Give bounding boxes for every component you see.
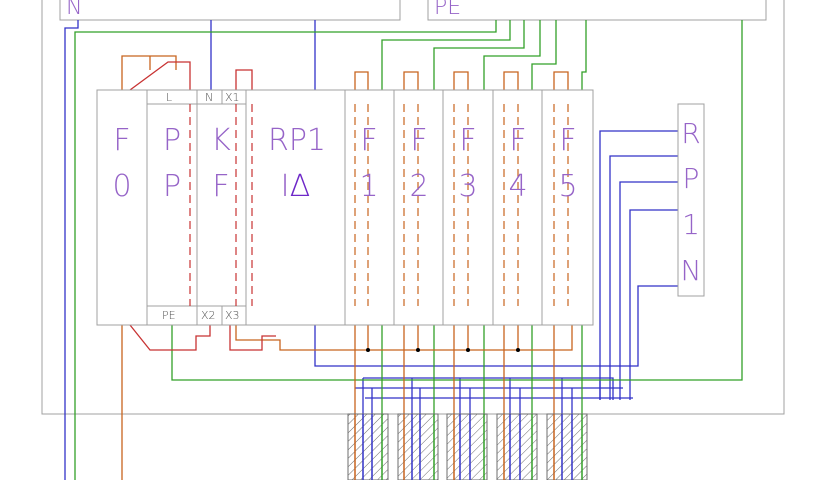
terminal-label-l: L	[166, 91, 172, 104]
neutral-busbar-label: N	[66, 0, 82, 20]
side-block-char-n: N	[681, 254, 702, 287]
module-pp-line2: P	[163, 169, 181, 204]
module-f5-line2: 5	[558, 169, 577, 204]
terminal-label-x1: X1	[225, 91, 240, 104]
side-block-char-r: R	[681, 117, 700, 150]
module-rail	[96, 89, 594, 326]
pe-busbar	[427, 0, 767, 21]
cable-gland-5	[546, 413, 588, 480]
module-f4-line1: F	[509, 123, 526, 158]
module-f5-line1: F	[559, 123, 576, 158]
terminal-label-n: N	[205, 91, 213, 104]
neutral-busbar	[59, 0, 401, 21]
terminal-label-x3: X3	[225, 309, 240, 322]
side-block-char-1: 1	[682, 208, 700, 241]
terminal-label-pe: PE	[162, 309, 176, 322]
module-f1-line2: 1	[359, 169, 378, 204]
module-kf-line2: F	[212, 169, 229, 204]
cable-glands	[347, 413, 588, 480]
module-f3-line2: 3	[458, 169, 477, 204]
side-block-char-p: P	[683, 162, 700, 195]
module-kf-line1: K	[211, 123, 231, 158]
internal-links	[129, 61, 276, 351]
module-f4-line2: 4	[508, 169, 527, 204]
terminal-label-x2: X2	[201, 309, 216, 322]
module-f3-line1: F	[459, 123, 476, 158]
module-pp-line1: P	[163, 123, 181, 158]
junction-dots	[366, 348, 520, 352]
module-f1-line1: F	[360, 123, 377, 158]
side-terminal-block	[677, 103, 705, 297]
pe-busbar-label: PE	[434, 0, 461, 20]
cable-gland-3	[446, 413, 488, 480]
cable-gland-4	[496, 413, 538, 480]
module-f0-line1: F	[113, 123, 130, 158]
module-f2-line1: F	[410, 123, 427, 158]
module-f2-line2: 2	[409, 169, 428, 204]
module-rp1-line2: I	[281, 169, 290, 204]
module-rp1-line1: RP1	[268, 123, 326, 158]
rcd-delta-symbol: Δ	[290, 169, 311, 204]
module-f0-line2: 0	[112, 169, 131, 204]
cable-gland-2	[397, 413, 439, 480]
